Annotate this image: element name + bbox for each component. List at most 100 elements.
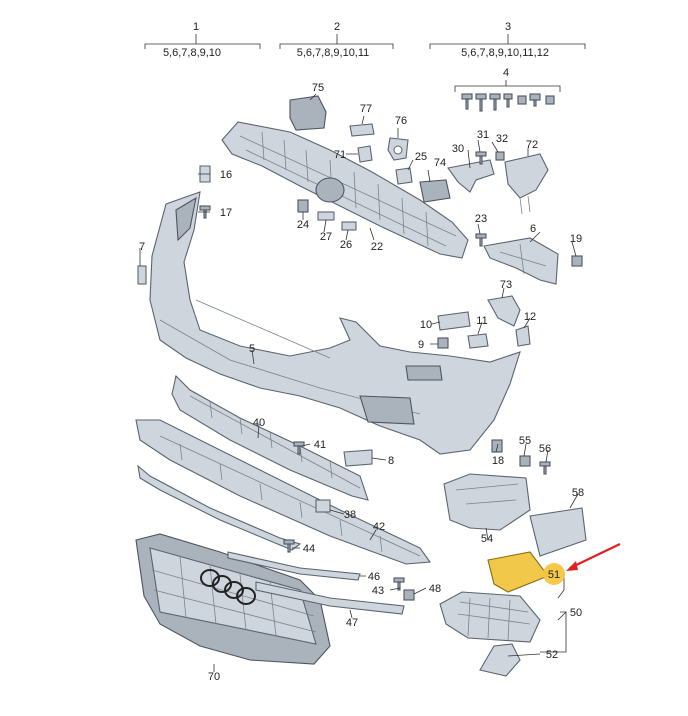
callout: 41 [314,439,326,451]
clip-27 [317,211,335,221]
clip-26 [341,221,357,231]
callout: 27 [320,231,332,243]
callout: 42 [373,521,385,533]
leader-lines [139,93,579,672]
trim-47 [255,581,405,615]
air-duct-54 [443,473,531,531]
sensor-74 [419,179,451,203]
trim-46 [227,551,361,581]
clip-38 [315,499,331,513]
screw-23 [475,233,487,247]
callout: 5 [249,343,255,355]
callout-highlighted: 51 [548,569,560,581]
callout: 56 [539,443,551,455]
callout: 6 [530,223,536,235]
callout: 30 [452,143,464,155]
screw-56 [539,461,551,475]
sensor-75 [289,95,327,131]
callout: 40 [253,417,265,429]
radiator-grille [135,533,331,665]
callout: 10 [420,319,432,331]
screw-44 [283,539,295,553]
group-subparts: 5,6,7,8,9,10,11,12 [461,47,549,59]
callout: 31 [477,129,489,141]
clip-77 [349,123,375,137]
callout: 9 [418,339,424,351]
screw-43 [393,577,405,591]
group-subparts: 5,6,7,8,9,10 [163,47,221,59]
callout: 75 [312,82,324,94]
screw-41 [293,441,305,455]
bumper-carrier [221,121,469,259]
bumper-cover [149,191,521,455]
bracket-73 [487,295,521,327]
grille-insert-50 [439,591,541,643]
group-number: 1 [193,21,199,33]
callout: 38 [344,509,356,521]
screw-17 [199,205,211,219]
callout: 23 [475,213,487,225]
clip-55 [519,455,531,467]
group-header-1: 1 5,6,7,8,9,10 [144,21,261,59]
clip-71 [357,145,373,163]
guide-bracket-6 [483,237,559,285]
spoiler-40 [171,374,369,501]
callout: 47 [346,617,358,629]
callout: 73 [500,279,512,291]
clip-19 [571,255,583,267]
bracket-76 [387,137,409,161]
clip-48 [403,589,415,601]
highlight-circle [543,563,565,585]
callout: 58 [572,487,584,499]
clip-24 [297,199,309,213]
clip-18 [491,439,503,453]
clip-11 [467,333,489,349]
clip-31 [475,151,487,165]
group-number: 2 [334,21,340,33]
callout: 48 [429,583,441,595]
clip-32 [495,151,505,161]
clip-12 [515,325,531,347]
callout: 54 [481,533,493,545]
callout: 77 [360,103,372,115]
callout: 16 [220,169,232,181]
cap-8 [343,449,373,467]
bracket-30 [447,159,495,193]
callout-labels: 4 75 77 7 6 71 25 74 31 32 30 72 16 17 24… [139,67,584,683]
callout: 18 [492,455,504,467]
callout: 12 [524,311,536,323]
callout: 17 [220,207,232,219]
callout: 70 [208,671,220,683]
callout: 26 [340,239,352,251]
callout: 72 [526,139,538,151]
callout: 32 [496,133,508,145]
lower-panel [135,419,432,565]
callout: 46 [368,571,380,583]
cover-58 [529,507,587,557]
group-header-2: 2 5,6,7,8,9,10,11 [279,21,394,59]
callout: 71 [334,149,346,161]
callout: 43 [372,585,384,597]
group-number: 3 [505,21,511,33]
clip-9 [437,337,449,349]
callout: 22 [371,241,383,253]
group-header-3: 3 5,6,7,8,9,10,11,12 [429,21,586,59]
highlight-arrow [566,543,621,571]
callout: 24 [297,219,309,231]
highlighted-part-51 [487,551,549,593]
callout: 19 [570,233,582,245]
callout: 44 [303,543,315,555]
callout: 7 [139,241,145,253]
clip-10 [437,311,471,331]
cover-52 [479,643,521,677]
callout: 74 [434,157,446,169]
group-subparts: 5,6,7,8,9,10,11 [297,47,370,59]
fastener-set-4 [454,80,561,112]
callout: 4 [503,67,509,79]
clip-25 [395,167,413,185]
callout: 25 [415,151,427,163]
callout: 55 [519,435,531,447]
bracket-72 [504,153,549,215]
callout: 50 [570,607,582,619]
